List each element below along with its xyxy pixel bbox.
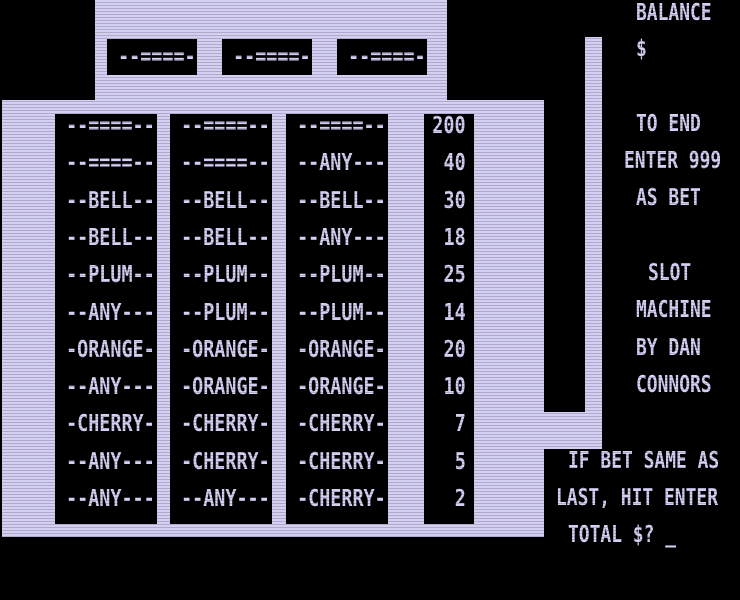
payout-symbol-cell: --PLUM-- bbox=[66, 262, 155, 289]
payout-symbol-cell: -ORANGE- bbox=[66, 336, 155, 363]
payout-symbol-cell: --ANY--- bbox=[297, 224, 386, 251]
payout-symbol-cell: --ANY--- bbox=[66, 374, 155, 401]
prompt-line1: IF BET SAME AS bbox=[568, 448, 720, 474]
payout-amount-column: 200 40 30 18 25 14 20 10 7 5 2 bbox=[424, 113, 474, 524]
reel-symbol-1: --====-- bbox=[118, 44, 207, 70]
payout-column-2: --====-- --====-- --BELL-- --BELL-- --PLUM--… bbox=[170, 113, 272, 524]
title-line1: SLOT bbox=[648, 260, 692, 286]
reel-symbol-3: --====-- bbox=[348, 44, 437, 70]
end-instruction-line2: ENTER 999 bbox=[624, 148, 722, 174]
payout-symbol-cell: --====-- bbox=[66, 113, 155, 139]
prompt-line2: LAST, HIT ENTER bbox=[556, 485, 719, 511]
reel-symbol-2: --====-- bbox=[233, 44, 322, 70]
payout-symbol-cell: -ORANGE- bbox=[181, 374, 270, 401]
payout-amount-cell: 200 bbox=[432, 113, 466, 139]
payout-symbol-cell: -ORANGE- bbox=[181, 336, 270, 363]
payout-symbol-cell: --PLUM-- bbox=[297, 262, 386, 289]
payout-symbol-cell: -CHERRY- bbox=[66, 411, 155, 438]
payout-amount-cell: 40 bbox=[443, 150, 466, 177]
end-instruction-line3: AS BET bbox=[636, 185, 701, 211]
balance-label: BALANCE bbox=[636, 0, 712, 26]
payout-symbol-cell: --ANY--- bbox=[66, 486, 155, 512]
payout-symbol-cell: -ORANGE- bbox=[297, 336, 386, 363]
lever-handle bbox=[585, 37, 602, 412]
payout-symbol-cell: -ORANGE- bbox=[297, 374, 386, 401]
payout-symbol-cell: --ANY--- bbox=[66, 299, 155, 326]
payout-symbol-cell: --BELL-- bbox=[181, 187, 270, 214]
reel-window-3: --====-- bbox=[337, 39, 437, 75]
payout-amount-cell: 30 bbox=[443, 187, 466, 214]
payout-amount-cell: 10 bbox=[443, 374, 466, 401]
payout-column-1: --====-- --====-- --BELL-- --BELL-- --PLUM--… bbox=[55, 113, 157, 524]
payout-amount-cell: 20 bbox=[443, 336, 466, 363]
title-line2: MACHINE bbox=[636, 297, 712, 323]
payout-symbol-cell: --PLUM-- bbox=[181, 262, 270, 289]
payout-symbol-cell: --ANY--- bbox=[181, 486, 270, 512]
payout-amount-cell: 14 bbox=[443, 299, 466, 326]
payout-amount-cell: 7 bbox=[454, 411, 466, 438]
title-line4: CONNORS bbox=[636, 372, 712, 398]
payout-symbol-cell: --====-- bbox=[181, 113, 270, 139]
payout-symbol-cell: --PLUM-- bbox=[181, 299, 270, 326]
payout-symbol-cell: -CHERRY- bbox=[181, 411, 270, 438]
payout-symbol-cell: --BELL-- bbox=[66, 187, 155, 214]
reel-window-2: --====-- bbox=[222, 39, 322, 75]
payout-symbol-cell: -CHERRY- bbox=[297, 486, 386, 512]
payout-amount-cell: 2 bbox=[454, 486, 466, 512]
payout-symbol-cell: -CHERRY- bbox=[297, 448, 386, 475]
machine-base-right bbox=[544, 412, 602, 449]
payout-amount-cell: 25 bbox=[443, 262, 466, 289]
payout-symbol-cell: --BELL-- bbox=[66, 224, 155, 251]
payout-amount-cell: 5 bbox=[454, 448, 466, 475]
payout-symbol-cell: --BELL-- bbox=[181, 224, 270, 251]
reel-window-1: --====-- bbox=[107, 39, 207, 75]
payout-symbol-cell: --BELL-- bbox=[297, 187, 386, 214]
payout-amount-cell: 18 bbox=[443, 224, 466, 251]
balance-value: $ bbox=[636, 36, 647, 62]
payout-symbol-cell: --====-- bbox=[297, 113, 386, 139]
title-line3: BY DAN bbox=[636, 335, 701, 361]
payout-symbol-cell: --====-- bbox=[66, 150, 155, 177]
payout-symbol-cell: --ANY--- bbox=[297, 150, 386, 177]
payout-column-3: --====-- --ANY--- --BELL-- --ANY--- --PLUM--… bbox=[286, 113, 388, 524]
payout-symbol-cell: --ANY--- bbox=[66, 448, 155, 475]
payout-symbol-cell: -CHERRY- bbox=[297, 411, 386, 438]
end-instruction-line1: TO END bbox=[636, 111, 701, 137]
payout-symbol-cell: -CHERRY- bbox=[181, 448, 270, 475]
payout-symbol-cell: --====-- bbox=[181, 150, 270, 177]
payout-symbol-cell: --PLUM-- bbox=[297, 299, 386, 326]
bet-input-prompt[interactable]: TOTAL $? _ bbox=[568, 522, 677, 548]
